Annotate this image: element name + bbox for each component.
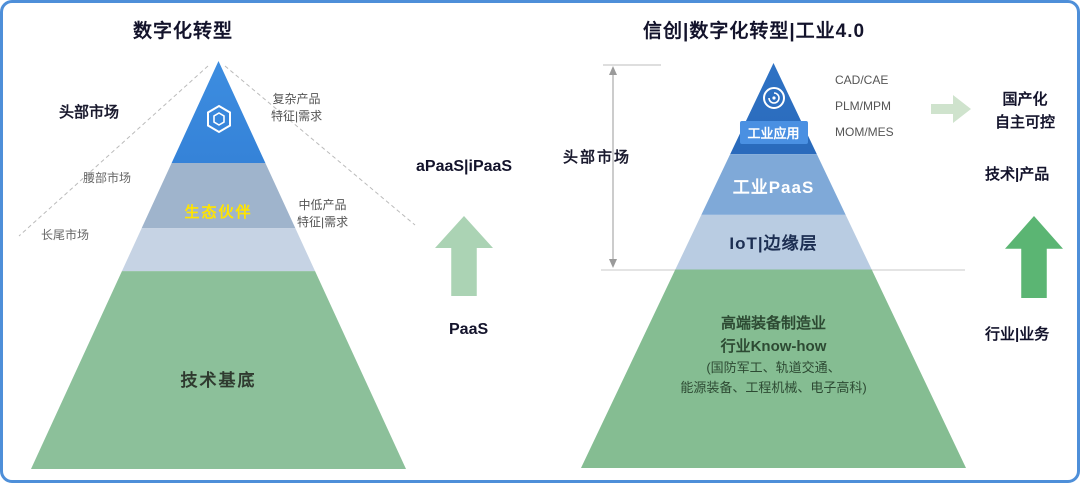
hexagon-logo-icon xyxy=(203,103,235,140)
label-longtail-market: 长尾市场 xyxy=(41,228,90,242)
right-pyramid-paas-band xyxy=(701,154,846,215)
up-arrow-icon-right xyxy=(1005,216,1063,298)
label-apaas-ipaas: aPaaS|iPaaS xyxy=(416,158,513,175)
label-localization: 国产化 自主可控 xyxy=(994,91,1055,131)
label-head-market-right: 头部市场 xyxy=(563,149,632,166)
label-head-market-left: 头部市场 xyxy=(59,104,120,121)
note-midlow-demand: 中低产品 特征|需求 xyxy=(297,198,349,230)
partner-band-label: 生态伙伴 xyxy=(184,204,253,221)
label-industry-business: 行业|业务 xyxy=(985,326,1050,343)
right-title: 信创|数字化转型|工业4.0 xyxy=(643,21,866,42)
left-title: 数字化转型 xyxy=(133,21,234,42)
app-box-label: 工业应用 xyxy=(739,121,808,144)
base-text-block: 高端装备制造业 行业Know-how (国防军工、轨道交通、 能源装备、工程机械… xyxy=(680,315,867,395)
note-complex-demand: 复杂产品 特征|需求 xyxy=(271,92,323,124)
left-pyramid-light-band xyxy=(121,228,316,272)
left-pyramid-partner-band xyxy=(141,163,296,229)
label-paas: PaaS xyxy=(449,321,489,338)
right-pyramid: 工业应用 工业PaaS IoT|边缘层 高端装备制造业 行业Know-how (… xyxy=(581,63,966,468)
right-pyramid-iot-band xyxy=(675,214,872,270)
label-cad-cae: CAD/CAE xyxy=(835,73,889,87)
label-waist-market: 腰部市场 xyxy=(83,171,132,185)
target-swirl-icon xyxy=(761,85,787,116)
label-plm-mpm: PLM/MPM xyxy=(835,99,892,113)
left-pyramid: 生态伙伴 技术基底 xyxy=(31,61,406,469)
up-arrow-icon-left xyxy=(435,216,493,296)
base-label: 技术基底 xyxy=(180,371,257,390)
paas-band-label: 工业PaaS xyxy=(732,178,815,197)
label-mom-mes: MOM/MES xyxy=(835,125,894,139)
label-tech-product: 技术|产品 xyxy=(985,166,1050,183)
iot-band-label: IoT|边缘层 xyxy=(729,234,818,253)
